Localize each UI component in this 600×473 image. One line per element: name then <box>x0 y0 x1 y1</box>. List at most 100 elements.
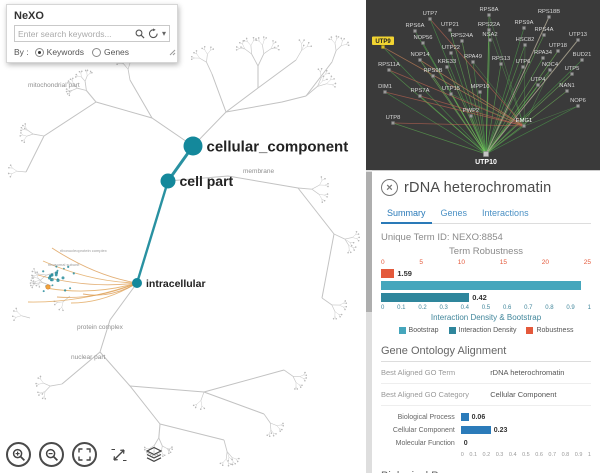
gene-label-utp5[interactable]: UTP5 <box>565 66 580 72</box>
zoom-out-button[interactable] <box>39 442 64 467</box>
gene-label-rps8a[interactable]: RPS8A <box>479 7 498 13</box>
gene-node-pwp2[interactable] <box>469 114 473 118</box>
gene-node-mpp10[interactable] <box>478 90 482 94</box>
gene-node-rps8a[interactable] <box>487 13 491 17</box>
gene-label-utp21[interactable]: UTP21 <box>441 22 459 28</box>
term-label-cell-part[interactable]: cell part <box>180 173 234 189</box>
gene-node-utp13[interactable] <box>576 38 580 42</box>
gene-label-rps7a[interactable]: RPS7A <box>410 88 429 94</box>
expand-button[interactable] <box>72 442 97 467</box>
branch-label-nuclear-part[interactable]: nuclear part <box>71 354 106 361</box>
search-mode-genes[interactable]: Genes <box>91 47 129 57</box>
gene-node-noc4[interactable] <box>548 68 552 72</box>
search-input[interactable] <box>18 28 132 39</box>
term-node-cellular-component[interactable] <box>183 136 203 156</box>
gene-node-emg1[interactable] <box>522 124 526 128</box>
gene-label-rps24a[interactable]: RPS24A <box>451 33 473 39</box>
gene-label-bud21[interactable]: BUD21 <box>573 52 592 58</box>
gene-node-utp6[interactable] <box>521 65 525 69</box>
term-node-intracellular[interactable] <box>132 278 142 288</box>
gene-label-kre33[interactable]: KRE33 <box>438 59 456 65</box>
gene-node-rps13[interactable] <box>499 62 503 66</box>
gene-node-utp7[interactable] <box>428 17 432 21</box>
gene-node-rpa34[interactable] <box>541 56 545 60</box>
term-label-intracellular[interactable]: intracellular <box>146 278 206 290</box>
term-label-cellular-component[interactable]: cellular_component <box>207 138 349 155</box>
gene-label-utp18[interactable]: UTP18 <box>549 43 567 49</box>
gene-node-nop14[interactable] <box>418 58 422 62</box>
gene-label-utp22[interactable]: UTP22 <box>442 45 460 51</box>
zoom-in-button[interactable] <box>6 442 31 467</box>
gene-label-utp8[interactable]: UTP8 <box>386 115 401 121</box>
gene-node-nop56[interactable] <box>421 41 425 45</box>
gene-node-bud21[interactable] <box>580 58 584 62</box>
gene-label-utp7[interactable]: UTP7 <box>423 11 438 17</box>
gene-label-dim1[interactable]: DIM1 <box>378 84 392 90</box>
gene-label-rps11a[interactable]: RPS11A <box>378 62 400 68</box>
gene-node-utp18[interactable] <box>556 49 560 53</box>
gene-node-rps22a[interactable] <box>487 28 491 32</box>
gene-node-utp10[interactable] <box>483 151 489 157</box>
gene-label-rps18b[interactable]: RPS18B <box>538 9 560 15</box>
gene-node-rps9a[interactable] <box>522 26 526 30</box>
gene-label-noc4[interactable]: NOC4 <box>542 62 559 68</box>
gene-node-rps11a[interactable] <box>387 68 391 72</box>
gene-node-rps9b[interactable] <box>431 74 435 78</box>
gene-label-utp15[interactable]: UTP15 <box>442 86 460 92</box>
gene-node-nan1[interactable] <box>565 89 569 93</box>
gene-label-utp4[interactable]: UTP4 <box>531 77 547 83</box>
tab-interactions[interactable]: Interactions <box>482 208 529 218</box>
chevron-down-icon[interactable]: ▾ <box>161 28 166 38</box>
radio-icon[interactable] <box>91 47 101 57</box>
gene-label-rpa49[interactable]: RPA49 <box>464 54 482 60</box>
close-icon[interactable]: × <box>381 179 398 196</box>
gene-label-nop6[interactable]: NOP6 <box>570 98 586 104</box>
gene-label-rps9a[interactable]: RPS9A <box>514 20 533 26</box>
gene-label-rps9b[interactable]: RPS9B <box>423 68 442 74</box>
radio-icon[interactable] <box>34 47 44 57</box>
gene-network-canvas[interactable]: UTP7 RPS8A RPS18B RPS6A UTP21 RPS22A RPS9ARPS4… <box>366 0 600 170</box>
gene-label-utp9[interactable]: UTP9 <box>375 39 391 45</box>
branch-label-membrane[interactable]: membrane <box>243 168 274 175</box>
branch-label-mitochondrial-part[interactable]: mitochondrial part <box>28 82 80 89</box>
gene-label-utp10[interactable]: UTP10 <box>475 159 497 166</box>
details-scrollbar[interactable] <box>366 170 372 473</box>
gene-node-utp4[interactable] <box>536 83 540 87</box>
gene-node-nsa2[interactable] <box>488 38 492 42</box>
gene-node-rps6a[interactable] <box>413 29 417 33</box>
gene-node-rps4a[interactable] <box>542 33 546 37</box>
gene-node-utp9[interactable] <box>381 45 385 49</box>
selected-term-node[interactable] <box>45 284 51 290</box>
gene-node-kre33[interactable] <box>445 65 449 69</box>
branch-label-protein-complex[interactable]: protein complex <box>77 324 124 331</box>
gene-node-rps18b[interactable] <box>547 15 551 19</box>
gene-node-nop6[interactable] <box>576 104 580 108</box>
resize-grip-icon[interactable] <box>169 43 176 61</box>
gene-label-rps13[interactable]: RPS13 <box>492 56 510 62</box>
layers-button[interactable] <box>140 441 167 468</box>
gene-node-utp8[interactable] <box>391 121 395 125</box>
gene-node-utp21[interactable] <box>448 28 452 32</box>
gene-label-rpa34[interactable]: RPA34 <box>534 50 553 56</box>
gene-label-utp6[interactable]: UTP6 <box>516 59 531 65</box>
gene-label-nop14[interactable]: NOP14 <box>410 52 430 58</box>
gene-label-pwp2[interactable]: PWP2 <box>463 108 479 114</box>
refresh-icon[interactable] <box>148 28 159 39</box>
gene-node-dim1[interactable] <box>383 90 387 94</box>
gene-node-utp5[interactable] <box>570 72 574 76</box>
search-icon[interactable] <box>135 29 145 39</box>
gene-node-rps24a[interactable] <box>460 39 464 43</box>
gene-node-utp22[interactable] <box>449 51 453 55</box>
gene-label-rps4a[interactable]: RPS4A <box>534 27 553 33</box>
gene-label-rps6a[interactable]: RPS6A <box>405 23 424 29</box>
term-node-cell-part[interactable] <box>160 173 176 189</box>
search-box[interactable]: ▾ <box>14 25 170 42</box>
gene-label-hsc82[interactable]: HSC82 <box>516 37 535 43</box>
gene-label-rps22a[interactable]: RPS22A <box>478 22 500 28</box>
gene-node-utp15[interactable] <box>449 92 453 96</box>
gene-node-rpa49[interactable] <box>471 60 475 64</box>
search-mode-keywords[interactable]: Keywords <box>34 47 84 57</box>
